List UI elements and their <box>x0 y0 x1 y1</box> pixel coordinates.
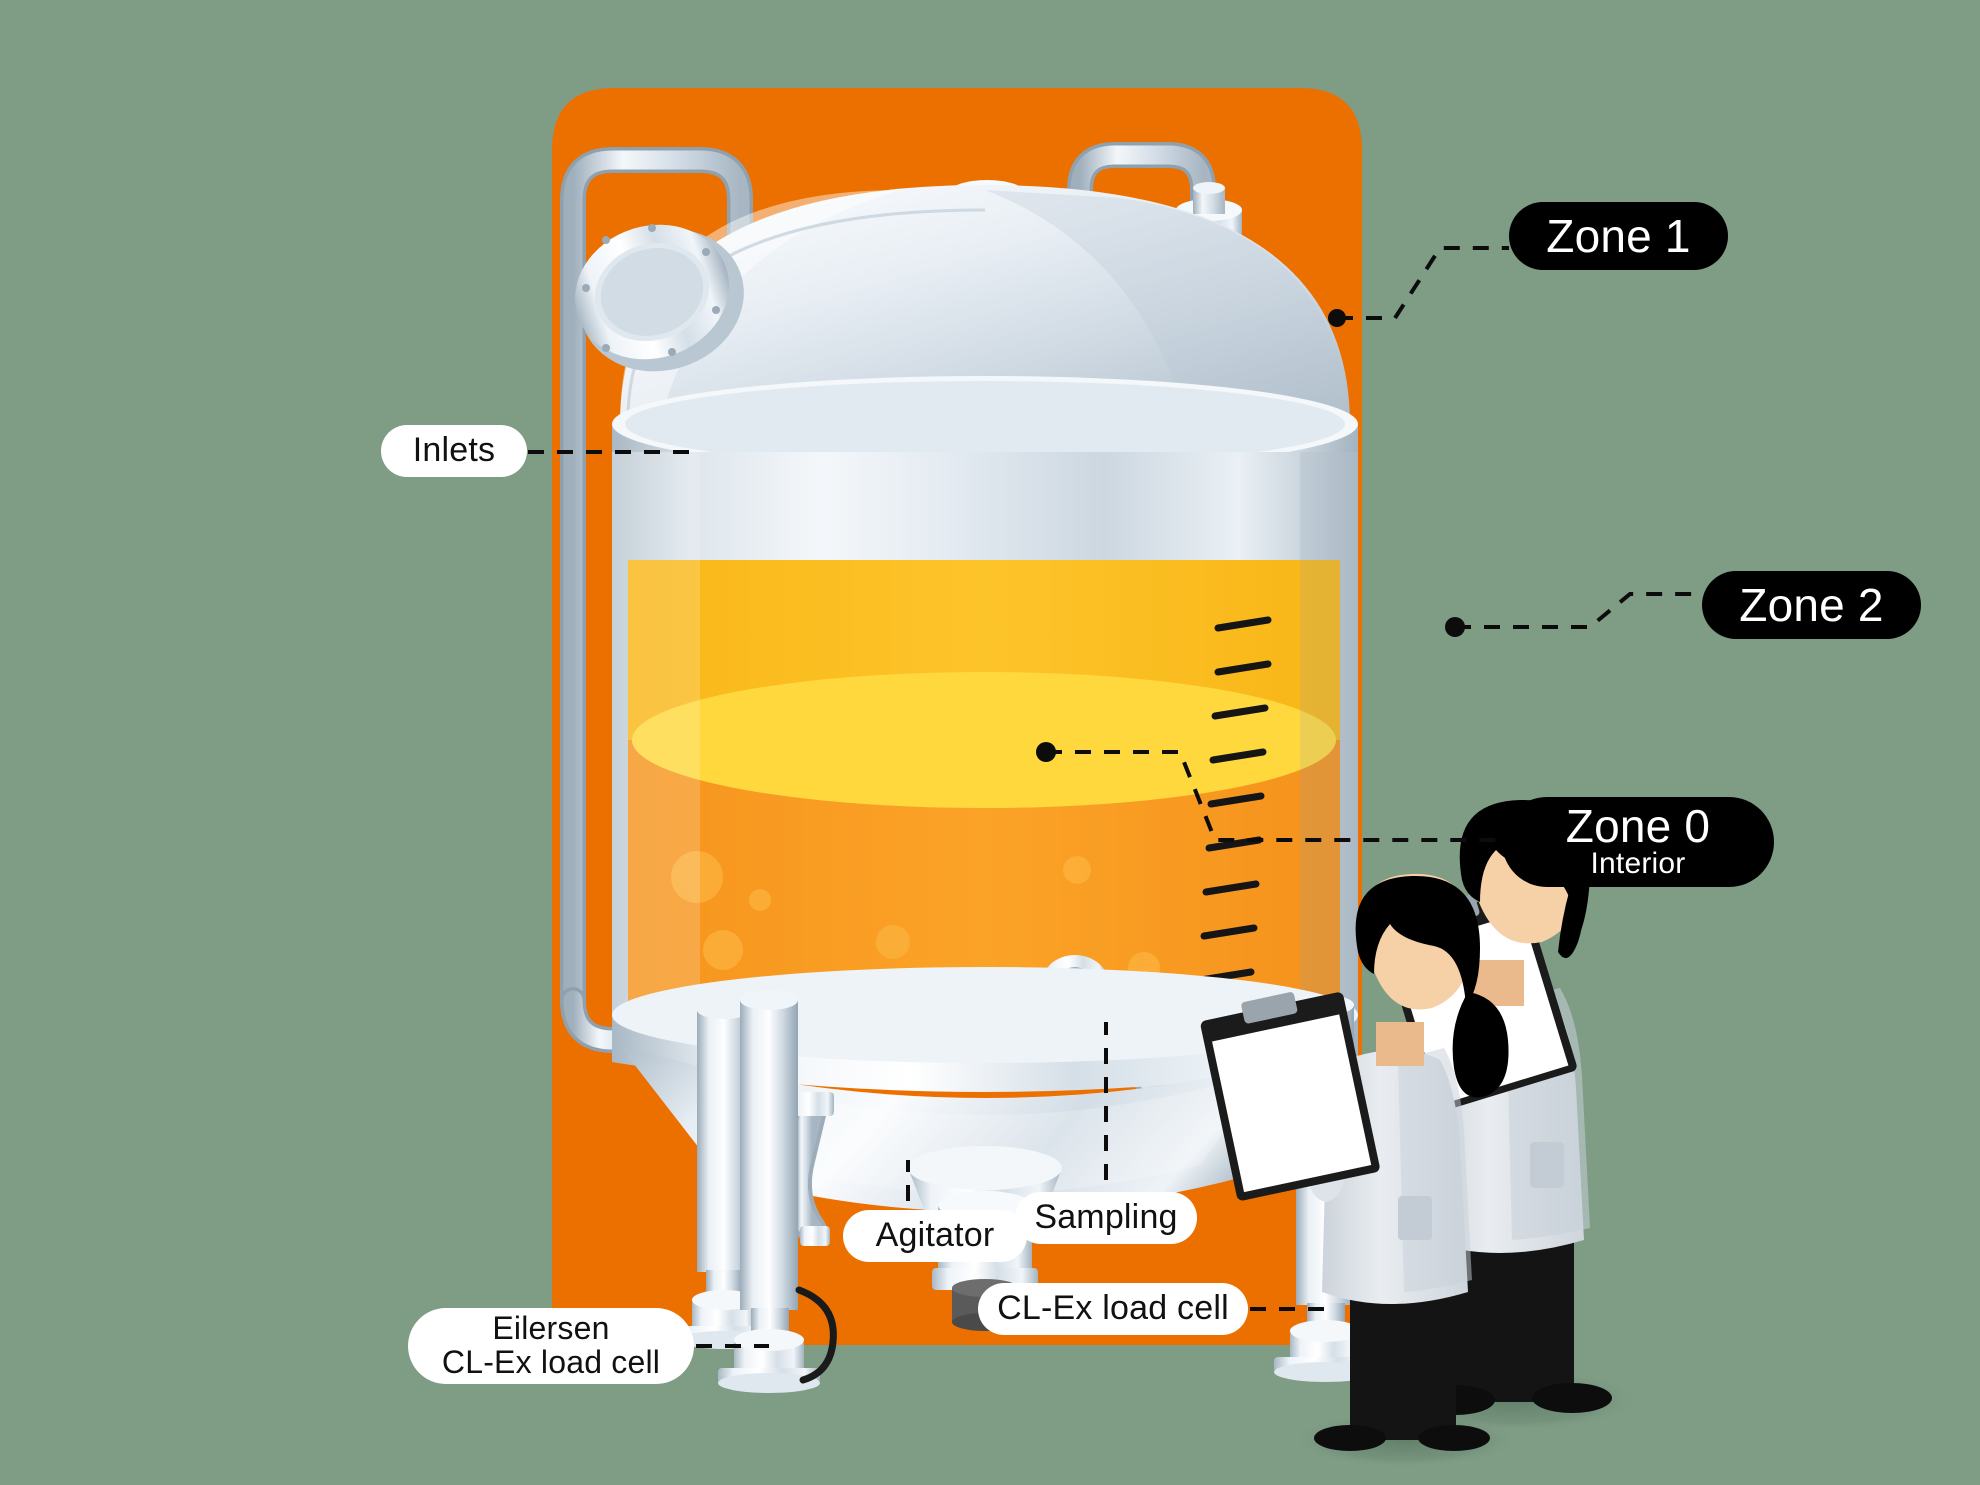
neck-right <box>1472 960 1524 1006</box>
clipboard-left <box>1200 992 1380 1201</box>
callout-inlets[interactable]: Inlets <box>381 425 527 477</box>
callout-zone1[interactable]: Zone 1 <box>1509 202 1728 270</box>
vessel-bottom <box>612 967 1358 1331</box>
dot-zone1 <box>1328 309 1346 327</box>
load-cell-cable <box>795 1286 837 1384</box>
manway-sight-glass <box>575 224 744 372</box>
callout-zone2-label: Zone 2 <box>1739 578 1884 631</box>
callout-zone1-label: Zone 1 <box>1546 209 1691 262</box>
callout-clex-load-cell[interactable]: CL-Ex load cell <box>978 1283 1248 1335</box>
support-leg-center <box>718 990 837 1393</box>
callout-agitator-label: Agitator <box>875 1216 995 1255</box>
hair-left <box>1355 875 1480 1006</box>
callout-sampling-label: Sampling <box>1034 1198 1178 1237</box>
leader-zone1 <box>1337 246 1509 320</box>
outlet-elbow <box>781 1092 834 1246</box>
load-cell-foot-center <box>718 1329 820 1393</box>
technician-left <box>1200 873 1509 1451</box>
callout-agitator[interactable]: Agitator <box>843 1210 1027 1262</box>
callout-sampling[interactable]: Sampling <box>1015 1192 1197 1244</box>
callout-clex-load-cell-label: CL-Ex load cell <box>997 1289 1229 1328</box>
leader-dots <box>1036 309 1465 762</box>
leader-zone2 <box>1455 592 1702 629</box>
ponytail-left <box>1452 992 1509 1098</box>
callout-zone0-label: Zone 0 <box>1565 800 1711 853</box>
callout-eilersen-sublabel: CL-Ex load cell <box>441 1344 661 1380</box>
dot-zone0 <box>1036 742 1056 762</box>
callout-zone0-sublabel: Interior <box>1590 847 1686 881</box>
leader-lines <box>528 246 1702 1348</box>
callout-eilersen-label: Eilersen <box>492 1310 610 1347</box>
liquid-surface <box>632 672 1336 808</box>
leader-zone0 <box>1046 750 1502 842</box>
vessel-shell <box>612 452 1358 1070</box>
dot-zone2 <box>1445 617 1465 637</box>
callout-zone0[interactable]: Zone 0 Interior <box>1502 797 1774 887</box>
neck-left <box>1376 1022 1424 1066</box>
callout-inlets-label: Inlets <box>412 431 496 470</box>
callout-zone2[interactable]: Zone 2 <box>1702 571 1921 639</box>
callout-eilersen-load-cell[interactable]: Eilersen CL-Ex load cell <box>408 1308 694 1384</box>
